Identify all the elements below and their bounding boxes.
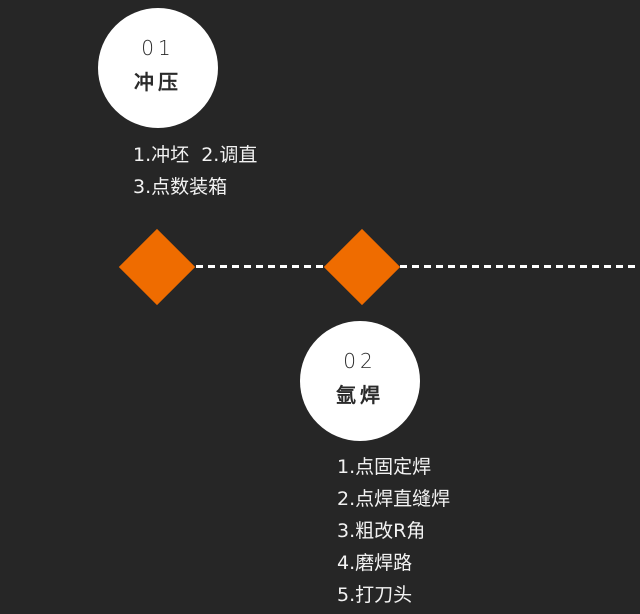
- timeline-marker-2: [323, 228, 401, 306]
- list-item: 5.打刀头: [337, 584, 413, 606]
- timeline-marker-1: [118, 228, 196, 306]
- list-item: 2.点焊直缝焊: [337, 488, 451, 510]
- step-2-list: 1.点固定焊 2.点焊直缝焊 3.粗改R角 4.磨焊路 5.打刀头: [337, 451, 450, 611]
- list-item: 1.点固定焊: [337, 456, 432, 478]
- list-item: 4.磨焊路: [337, 552, 413, 574]
- step-2-number: 02: [343, 349, 377, 373]
- step-1-list: 1.冲坯 2.调直 3.点数装箱: [133, 139, 257, 203]
- list-item: 1.冲坯 2.调直: [133, 144, 258, 166]
- step-1-number: 01: [141, 36, 175, 60]
- step-2-title: 氩焊: [336, 383, 384, 407]
- list-item: 3.粗改R角: [337, 520, 426, 542]
- step-1-badge: 01 冲压: [98, 8, 218, 128]
- list-item: 3.点数装箱: [133, 176, 228, 198]
- step-1-title: 冲压: [134, 70, 182, 94]
- timeline-dashed-line: [196, 265, 640, 268]
- step-2-badge: 02 氩焊: [300, 321, 420, 441]
